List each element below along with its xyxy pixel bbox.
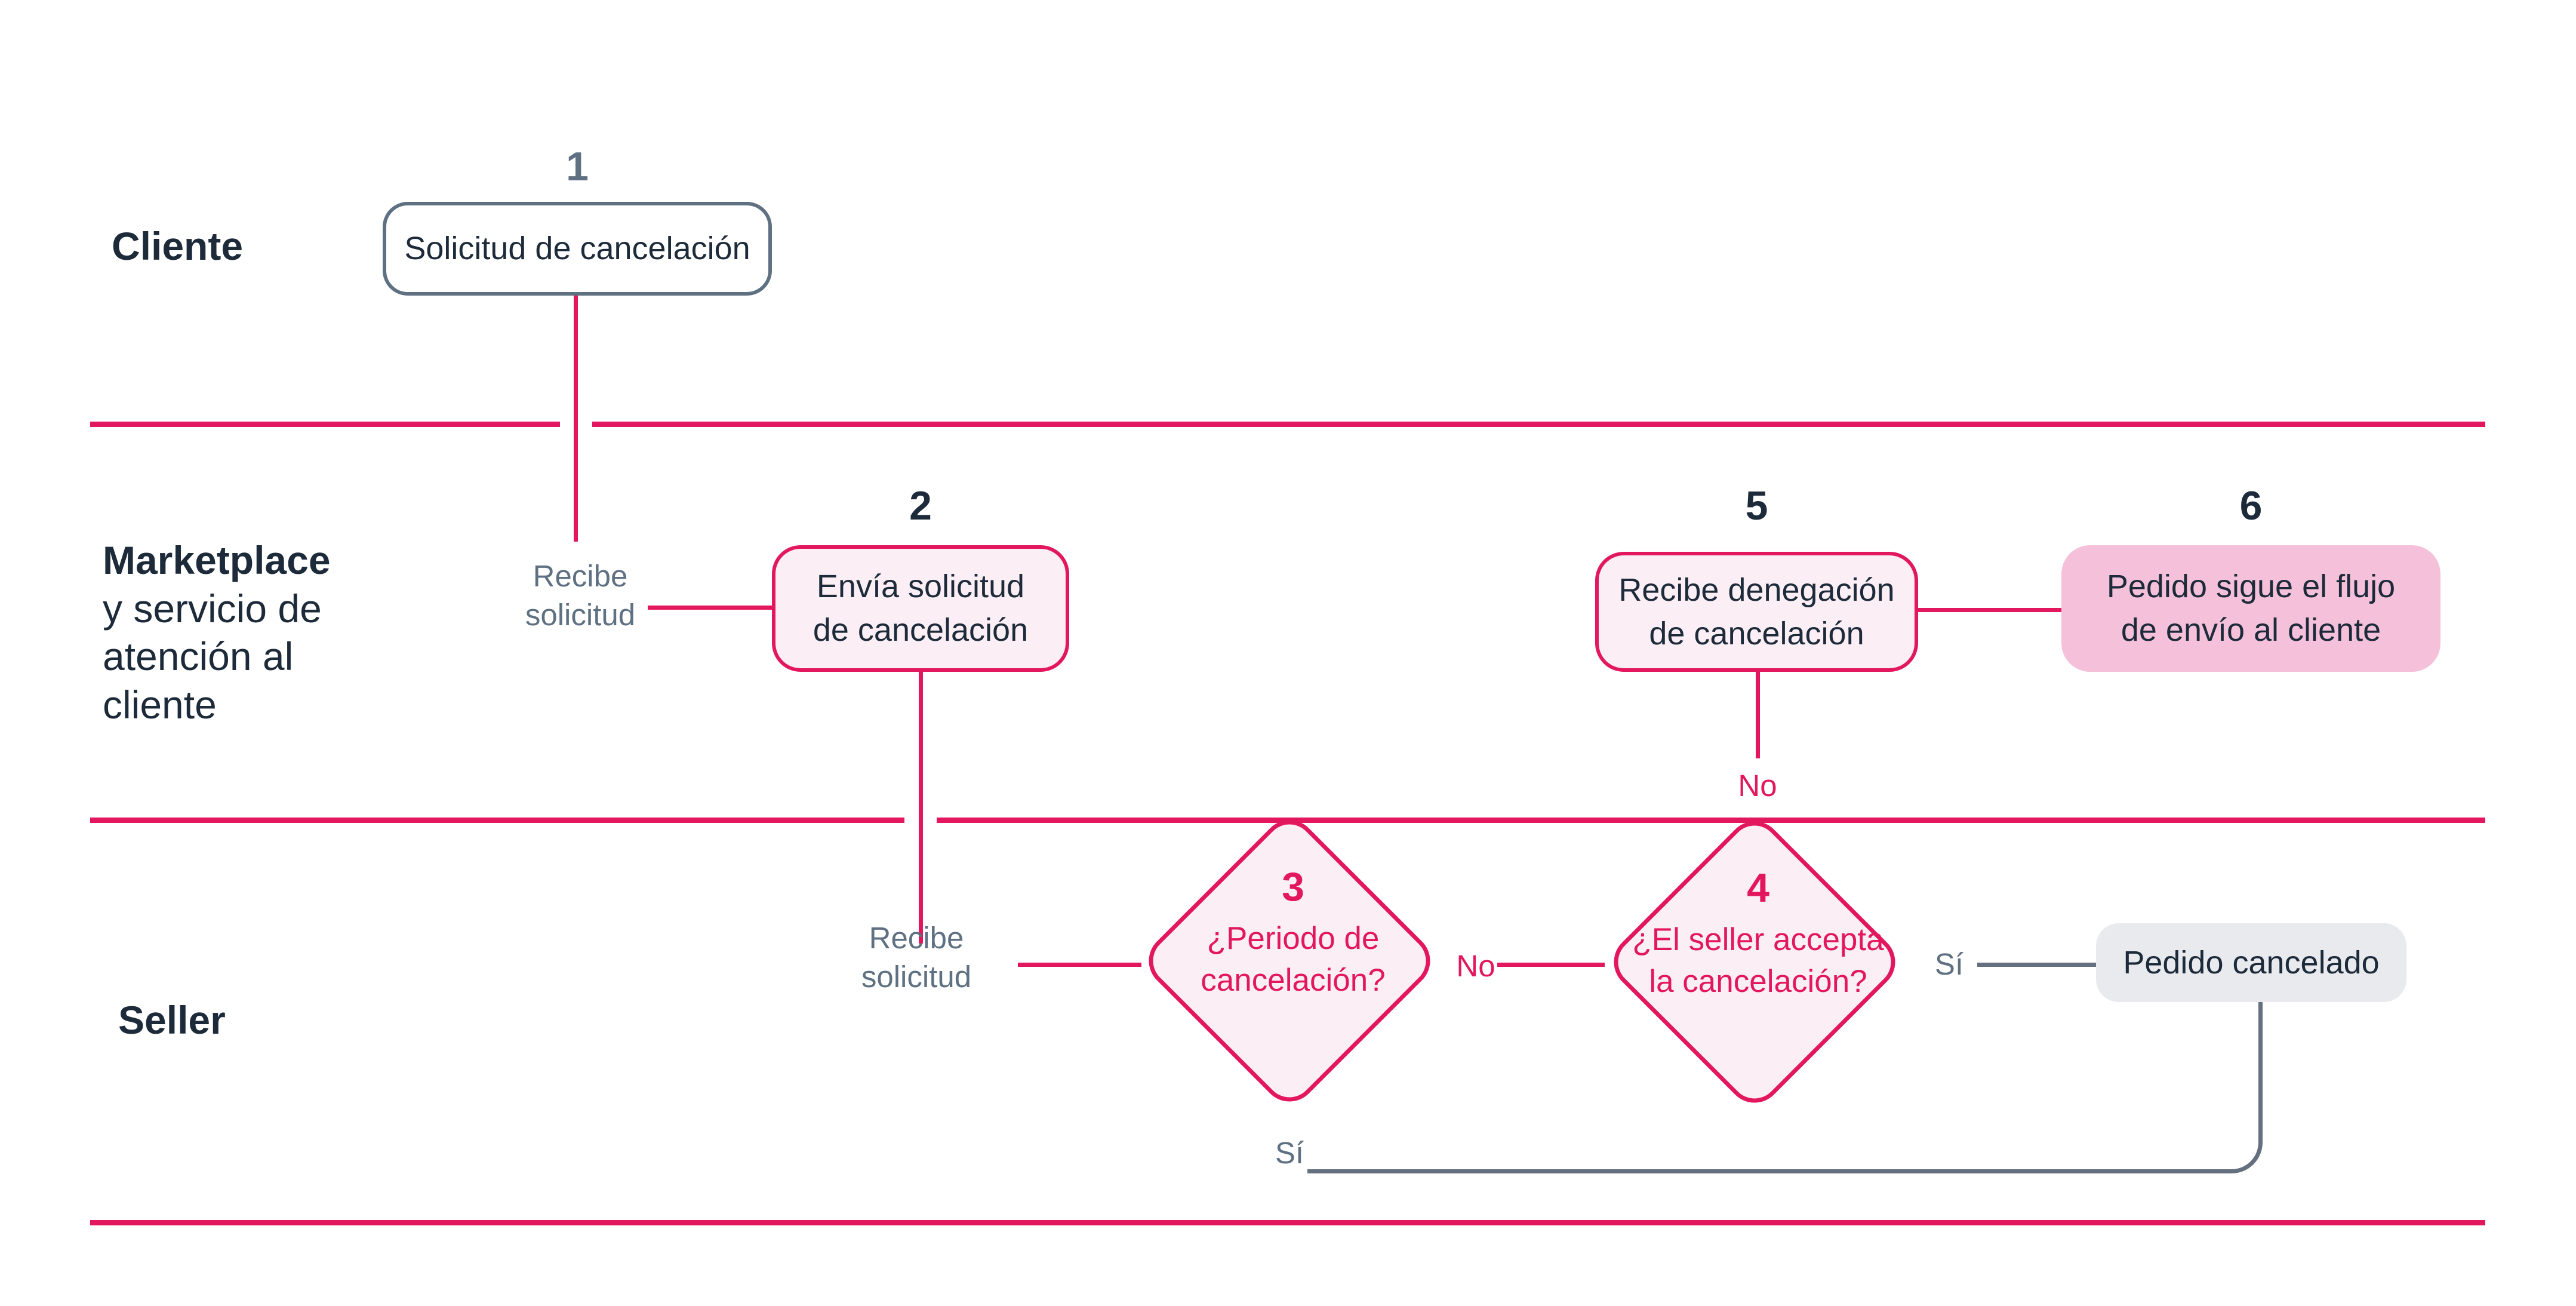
node-pedido-cancelado: Pedido cancelado bbox=[2096, 923, 2406, 1002]
step-number-4: 4 bbox=[1747, 865, 1769, 911]
decision-seller-question: ¿El seller accepta la cancelación? bbox=[1632, 921, 1884, 999]
connector-si-to-cancelled bbox=[1977, 963, 2096, 967]
edge-label-si-acepta: Sí bbox=[1934, 947, 1964, 981]
node-recibe-denegacion-text: Recibe denegación de cancelación bbox=[1618, 571, 1895, 652]
connector-recibe1-to-step2 bbox=[648, 606, 772, 610]
node-pedido-sigue-flujo: Pedido sigue el flujo de envío al client… bbox=[2061, 545, 2440, 672]
step-number-6: 6 bbox=[2239, 483, 2263, 528]
edge-label-si-periodo: Sí bbox=[1275, 1136, 1304, 1170]
lane-label-marketplace: Marketplace y servicio de atención al cl… bbox=[103, 536, 413, 729]
connector-recibe2-to-step3 bbox=[1018, 963, 1141, 967]
lane-label-cliente-text: Cliente bbox=[112, 224, 244, 268]
step-number-5: 5 bbox=[1745, 483, 1768, 528]
node-pedido-sigue-flujo-text: Pedido sigue el flujo de envío al client… bbox=[2106, 569, 2396, 648]
lane-label-seller-text: Seller bbox=[118, 998, 226, 1042]
edge-label-recibe-solicitud-2: Recibe solicitud bbox=[861, 921, 972, 994]
decision-periodo-question: ¿Periodo de cancelación? bbox=[1201, 920, 1386, 998]
edge-label-no-denegacion: No bbox=[1738, 769, 1777, 803]
connector-step5-to-step6 bbox=[1918, 608, 2061, 612]
edge-label-recibe-solicitud-1: Recibe solicitud bbox=[525, 559, 636, 632]
step-number-3: 3 bbox=[1282, 864, 1304, 909]
lane-label-marketplace-subtitle: y servicio de atención al cliente bbox=[103, 586, 322, 727]
connector-step1-down bbox=[574, 296, 578, 542]
lane-label-marketplace-title: Marketplace bbox=[103, 538, 331, 582]
node-solicitud-cancelacion: Solicitud de cancelación bbox=[383, 202, 772, 296]
connector-step2-down bbox=[919, 672, 923, 944]
node-recibe-denegacion: Recibe denegación de cancelación bbox=[1595, 552, 1918, 672]
edge-label-no-periodo: No bbox=[1456, 949, 1495, 983]
lane-label-cliente: Cliente bbox=[112, 222, 243, 271]
lane-divider-cliente-marketplace bbox=[90, 422, 2485, 427]
node-solicitud-cancelacion-text: Solicitud de cancelación bbox=[404, 231, 750, 267]
node-envia-solicitud: Envía solicitud de cancelación bbox=[772, 545, 1069, 672]
node-pedido-cancelado-text: Pedido cancelado bbox=[2123, 944, 2380, 981]
connector-step5-down-no bbox=[1756, 672, 1760, 758]
lane-label-seller: Seller bbox=[118, 996, 226, 1044]
step-number-1: 1 bbox=[566, 144, 589, 189]
decision-seller-label: 4 ¿El seller accepta la cancelación? bbox=[1609, 866, 1907, 1003]
step-number-2: 2 bbox=[909, 483, 932, 528]
connector-no-to-step4 bbox=[1497, 963, 1605, 967]
node-envia-solicitud-text: Envía solicitud de cancelación bbox=[812, 569, 1029, 648]
lane-divider-bottom bbox=[90, 1220, 2485, 1225]
connector-si-period-elbow bbox=[1307, 1002, 2263, 1173]
decision-periodo-label: 3 ¿Periodo de cancelación? bbox=[1144, 865, 1442, 1001]
